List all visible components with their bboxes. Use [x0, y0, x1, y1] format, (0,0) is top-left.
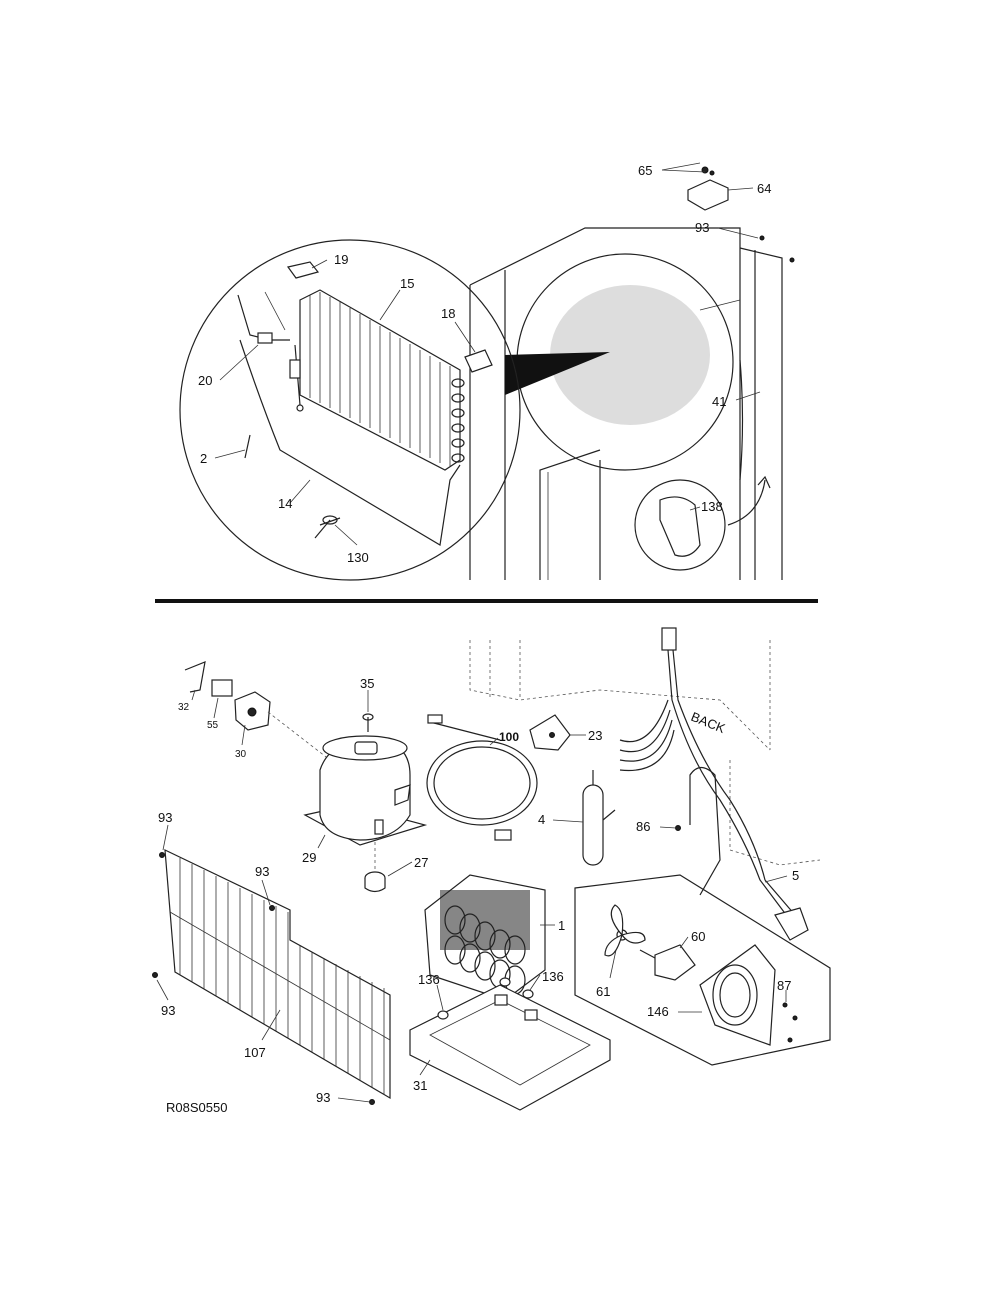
- back-text: BACK: [689, 709, 728, 736]
- evaporator-detail-circle: [179, 239, 521, 581]
- part-100-harness: [426, 714, 538, 841]
- leader-lines-bottom: [156, 689, 788, 1103]
- label-65: 65: [638, 163, 652, 178]
- part-30-relay: [234, 691, 271, 731]
- label-136-right: 136: [542, 969, 564, 984]
- label-55: 55: [207, 720, 219, 731]
- part-64-bracket: [687, 166, 729, 211]
- label-31: 31: [413, 1078, 427, 1093]
- label-64: 64: [757, 181, 771, 196]
- label-93-top: 93: [695, 220, 709, 235]
- label-1: 1: [558, 918, 565, 933]
- leader-lines-top: [214, 162, 761, 546]
- label-15: 15: [400, 276, 414, 291]
- part-31-base-pan: [409, 984, 611, 1111]
- label-86: 86: [636, 819, 650, 834]
- part-93-screw-left-bottom: [152, 972, 158, 978]
- label-146: 146: [647, 1004, 669, 1019]
- part-138-detail-circle: [634, 475, 771, 571]
- part-23-cover: [529, 714, 571, 751]
- part-18-block: [464, 349, 493, 373]
- diagram-code: R08S0550: [166, 1100, 227, 1115]
- part-87-screw-2: [792, 1015, 798, 1021]
- label-4: 4: [538, 812, 545, 827]
- part-93-screw-top-2: [789, 257, 795, 263]
- label-35: 35: [360, 676, 374, 691]
- part-4-drier: [582, 770, 616, 866]
- part-29-compressor: [303, 735, 428, 846]
- part-35-screw: [362, 713, 374, 732]
- part-93-screw-left-top: [159, 852, 165, 858]
- part-32-clip: [184, 661, 206, 693]
- cabinet-outline: [469, 227, 783, 580]
- label-18: 18: [441, 306, 455, 321]
- part-87-screw-3: [787, 1037, 793, 1043]
- label-93-left-top: 93: [158, 810, 172, 825]
- part-87-screw-1: [782, 1002, 788, 1008]
- part-146-shroud: [699, 944, 776, 1046]
- label-2: 2: [200, 451, 207, 466]
- label-23: 23: [588, 728, 602, 743]
- label-27: 27: [414, 855, 428, 870]
- label-30: 30: [235, 749, 247, 760]
- label-20: 20: [198, 373, 212, 388]
- label-107: 107: [244, 1045, 266, 1060]
- part-labels: 65 64 93 19 15 18 20 41 2 14 138 130 35 …: [158, 163, 799, 1115]
- part-20-connector: [257, 332, 273, 344]
- part-93-screw-bottom: [369, 1099, 375, 1105]
- label-130: 130: [347, 550, 369, 565]
- part-93-screw-mid: [269, 905, 275, 911]
- label-5: 5: [792, 868, 799, 883]
- part-14-tube: [239, 339, 461, 546]
- label-136-left: 136: [418, 972, 440, 987]
- part-60-fan-motor: [639, 944, 696, 981]
- label-87: 87: [777, 978, 791, 993]
- cabinet-base-outline: [469, 640, 821, 866]
- label-61: 61: [596, 984, 610, 999]
- evaporator: [299, 289, 465, 471]
- label-93-mid: 93: [255, 864, 269, 879]
- magnifier-pointer: [505, 352, 610, 395]
- part-93-screw-top-1: [759, 235, 765, 241]
- label-60: 60: [691, 929, 705, 944]
- label-14: 14: [278, 496, 292, 511]
- label-32: 32: [178, 702, 190, 713]
- label-138: 138: [701, 499, 723, 514]
- part-107-condenser: [164, 849, 391, 1100]
- part-55-overload: [211, 679, 233, 697]
- part-5-wiring: [619, 627, 809, 941]
- part-2-clip: [244, 434, 251, 459]
- fan-assembly-box: [574, 874, 831, 1066]
- label-41: 41: [712, 394, 726, 409]
- label-29: 29: [302, 850, 316, 865]
- label-93-bottom: 93: [316, 1090, 330, 1105]
- part-136-grommets: [437, 977, 534, 1020]
- label-100: 100: [499, 730, 519, 744]
- part-27-grommet: [364, 871, 386, 893]
- label-19: 19: [334, 252, 348, 267]
- label-93-left-bottom: 93: [161, 1003, 175, 1018]
- part-1-condenser-coil: [424, 874, 546, 1001]
- part-19-pad: [286, 261, 320, 279]
- part-61-fan-blade: [604, 904, 646, 957]
- part-130-bolt: [314, 515, 341, 539]
